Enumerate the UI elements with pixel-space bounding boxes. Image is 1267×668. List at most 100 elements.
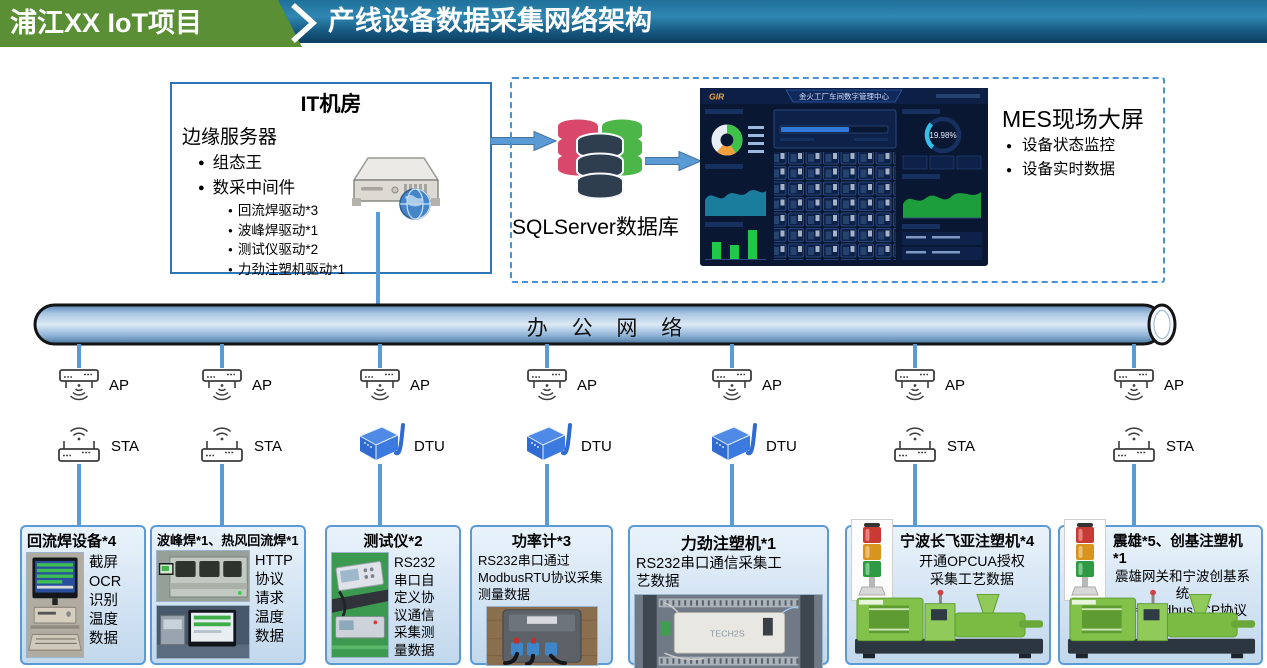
list-item: 测试仪驱动*2 bbox=[228, 240, 490, 260]
ap-icon bbox=[202, 369, 242, 401]
mes-dashboard-screenshot: 金火工厂车间数字管理中心 GIR 19.98% bbox=[700, 88, 988, 266]
connector-line bbox=[913, 344, 917, 368]
list-item: 回流焊驱动*3 bbox=[228, 201, 490, 221]
ap-label: AP bbox=[762, 377, 783, 394]
equipment-title: 力劲注塑机*1 bbox=[680, 536, 777, 553]
equipment-desc-line: 开通OPCUA授权 bbox=[919, 553, 1025, 569]
equipment-desc-line: RS232 bbox=[394, 555, 436, 570]
ap-icon bbox=[59, 369, 99, 401]
reflow-workstation-photo bbox=[26, 552, 84, 658]
equipment-desc-line: HTTP bbox=[255, 553, 293, 569]
injection-molding-machine-photo bbox=[1067, 589, 1256, 659]
equipment-desc-line: 串口自 bbox=[394, 572, 435, 588]
project-badge: 浦江XX IoT项目 bbox=[0, 0, 302, 47]
equipment-title: 波峰焊*1、热风回流焊*1 bbox=[157, 533, 299, 548]
connector-line bbox=[545, 464, 549, 525]
connector-server-network bbox=[376, 212, 380, 306]
sta-label: STA bbox=[111, 438, 140, 455]
svg-text:19.98%: 19.98% bbox=[929, 131, 956, 140]
equipment-desc-line: 截屏 bbox=[89, 555, 118, 571]
sta-label: STA bbox=[947, 438, 976, 455]
equipment-desc-line: OCR bbox=[89, 574, 122, 590]
equipment-title: 宁波长飞亚注塑机*4 bbox=[900, 533, 1035, 550]
mes-title: MES现场大屏 bbox=[1002, 106, 1144, 132]
equipment-desc-line: 数据 bbox=[255, 629, 284, 645]
equipment-desc: RS232串口通信采集工艺数据 bbox=[636, 556, 782, 590]
connector-line bbox=[1132, 344, 1136, 368]
connector-line bbox=[378, 464, 382, 525]
dtu-icon bbox=[711, 423, 757, 460]
connector-line bbox=[913, 464, 917, 525]
equipment-box-lk-injection: 力劲注塑机*1 RS232串口通信采集工艺数据 TECH2S bbox=[628, 525, 829, 668]
it-room-title: IT机房 bbox=[300, 93, 362, 116]
equipment-desc-line: 采集工艺数据 bbox=[930, 571, 1014, 587]
equipment-desc-line: 数据 bbox=[89, 631, 118, 647]
equipment-title: 功率计*3 bbox=[511, 533, 572, 550]
list-item: 组态王 bbox=[198, 151, 490, 176]
connector-line bbox=[220, 464, 224, 525]
page-title: 产线设备数据采集网络架构 bbox=[328, 6, 652, 36]
equipment-title: 回流焊设备*4 bbox=[27, 533, 117, 550]
hot-air-reflow-monitor-photo bbox=[156, 605, 250, 659]
list-item: 力劲注塑机驱动*1 bbox=[228, 260, 490, 280]
chevron-icon bbox=[291, 2, 318, 44]
connector-line bbox=[220, 344, 224, 368]
connector-line bbox=[77, 344, 81, 368]
mes-bullet: 设备实时数据 bbox=[1006, 158, 1172, 182]
equipment-box-power-meter: 功率计*3 RS232串口通过ModbusRTU协议采集测量数据 bbox=[470, 525, 613, 666]
equipment-desc-line: 采集测 bbox=[394, 625, 435, 640]
connector-line bbox=[545, 344, 549, 368]
ap-label: AP bbox=[109, 377, 130, 394]
sta-icon bbox=[894, 427, 936, 462]
office-network-label: 办 公 网 络 bbox=[526, 317, 692, 340]
it-room-box: IT机房 边缘服务器 组态王 数采中间件 回流焊驱动*3 波峰焊驱动*1 测试仪… bbox=[170, 82, 492, 277]
server-icon bbox=[352, 157, 440, 220]
dtu-icon bbox=[526, 423, 572, 460]
it-driver-list: 回流焊驱动*3 波峰焊驱动*1 测试仪驱动*2 力劲注塑机驱动*1 bbox=[228, 201, 490, 279]
equipment-box-reflow: 回流焊设备*4 截屏 OCR 识别 温度 数据 bbox=[20, 525, 146, 665]
equipment-desc-line: 温度 bbox=[89, 612, 118, 628]
equipment-box-chenhsong-injection: 震雄*5、创基注塑机*1 震雄网关和宁波创基系统 支持ModbusTCP协议 bbox=[1058, 519, 1263, 665]
injection-molding-machine-photo bbox=[855, 589, 1043, 659]
equipment-title: 测试仪*2 bbox=[363, 533, 423, 550]
dtu-label: DTU bbox=[414, 438, 445, 455]
it-software-list: 组态王 数采中间件 bbox=[198, 151, 490, 201]
sta-label: STA bbox=[1166, 438, 1195, 455]
equipment-desc: RS232串口通过ModbusRTU协议采集测量数据 bbox=[478, 553, 603, 602]
ap-icon bbox=[527, 369, 567, 401]
ap-label: AP bbox=[577, 377, 598, 394]
svg-text:GIR: GIR bbox=[709, 92, 725, 102]
equipment-box-wave-solder: 波峰焊*1、热风回流焊*1 bbox=[150, 525, 306, 665]
arrow-database-to-mes bbox=[645, 150, 703, 172]
connector-line bbox=[77, 464, 81, 525]
list-item: 波峰焊驱动*1 bbox=[228, 221, 490, 241]
ap-label: AP bbox=[252, 377, 273, 394]
ap-label: AP bbox=[1164, 377, 1185, 394]
equipment-desc-line: 协议 bbox=[255, 572, 284, 588]
equipment-desc-line: 议通信 bbox=[394, 607, 435, 623]
equipment-title: 震雄*5、创基注塑机*1 bbox=[1113, 534, 1243, 567]
edge-server-label: 边缘服务器 bbox=[182, 127, 278, 148]
office-network-pipe bbox=[33, 303, 1177, 346]
ap-label: AP bbox=[410, 377, 431, 394]
connector-line bbox=[378, 344, 382, 368]
svg-text:金火工厂车间数字管理中心: 金火工厂车间数字管理中心 bbox=[799, 91, 889, 101]
mes-bullet: 设备状态监控 bbox=[1006, 134, 1172, 158]
ap-icon bbox=[895, 369, 935, 401]
ap-icon bbox=[712, 369, 752, 401]
arrow-it-to-database bbox=[490, 130, 558, 152]
equipment-desc-line: 识别 bbox=[89, 593, 118, 609]
dtu-label: DTU bbox=[581, 438, 612, 455]
equipment-box-zhafir-injection: 宁波长飞亚注塑机*4 开通OPCUA授权 采集工艺数据 bbox=[845, 519, 1051, 665]
equipment-desc-line: 震雄网关和宁波创基系统 bbox=[1115, 569, 1250, 601]
ap-icon bbox=[1114, 369, 1154, 401]
list-item: 数采中间件 bbox=[198, 176, 490, 201]
sta-icon bbox=[201, 427, 243, 462]
connector-line bbox=[730, 464, 734, 525]
equipment-box-tester: 测试仪*2 RS232 串口自 定义协 议通信 采集测 量数据 bbox=[325, 525, 461, 665]
connector-line bbox=[730, 344, 734, 368]
sta-icon bbox=[58, 427, 100, 462]
sta-icon bbox=[1113, 427, 1155, 462]
tester-bench-photo bbox=[331, 552, 389, 658]
